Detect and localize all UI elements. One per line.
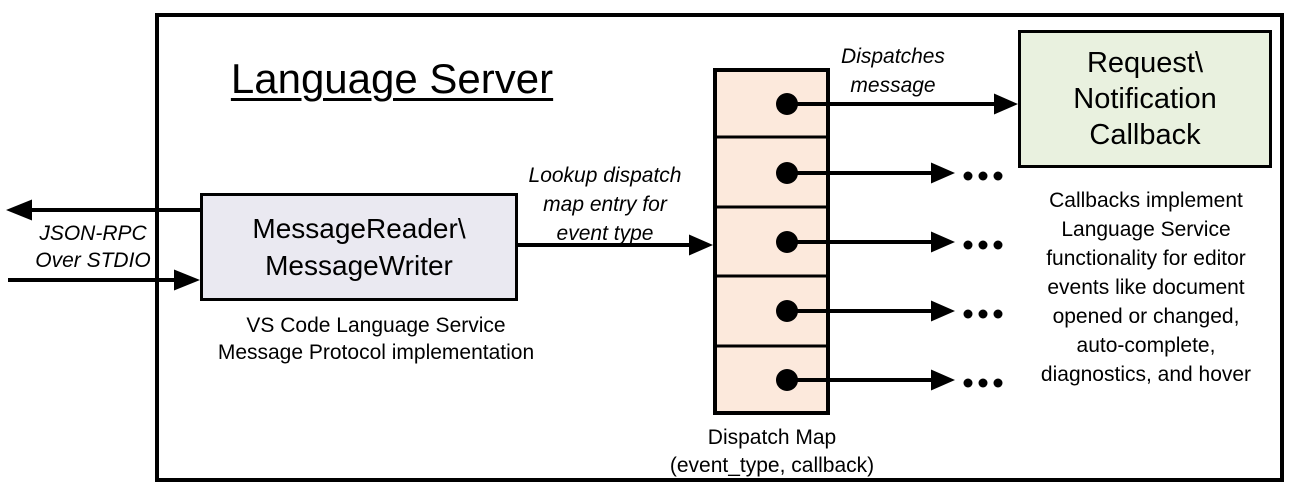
dispatches-message-label-line1: Dispatches: [841, 45, 945, 68]
message-reader-writer-box: MessageReader\ MessageWriter: [200, 193, 518, 301]
request-notification-callback-box: Request\ Notification Callback: [1018, 30, 1272, 168]
callback-note-line: auto-complete,: [1076, 334, 1216, 357]
callback-note-line: opened or changed,: [1052, 305, 1240, 328]
dispatch-map-caption: Dispatch Map (event_type, callback): [622, 424, 922, 480]
arrowhead-left-icon: [6, 199, 32, 221]
dispatch-map-caption-line2: (event_type, callback): [669, 454, 875, 477]
diagram-title: Language Server: [230, 55, 554, 102]
callback-note-line: diagnostics, and hover: [1040, 363, 1252, 386]
lookup-dispatch-label: Lookup dispatch map entry for event type: [502, 161, 708, 248]
callback-box-line2: Notification: [1073, 83, 1217, 115]
language-server-boundary-box: [155, 13, 1284, 482]
callback-box-line1: Request\: [1086, 47, 1204, 79]
dispatches-message-label: Dispatches message: [812, 42, 974, 100]
callback-note-line: Language Service: [1061, 218, 1231, 241]
json-rpc-stdio-label-line1: JSON-RPC: [39, 222, 147, 245]
callback-note-line: Callbacks implement: [1049, 189, 1243, 212]
reader-caption-line2: Message Protocol implementation: [217, 341, 535, 364]
json-rpc-stdio-label-line2: Over STDIO: [35, 249, 151, 272]
dispatch-map-box: [713, 68, 830, 415]
json-rpc-stdio-label: JSON-RPC Over STDIO: [12, 220, 174, 274]
message-reader-writer-line1: MessageReader\: [252, 213, 466, 244]
callback-note-line: events like document: [1047, 276, 1245, 299]
callback-note-line: functionality for editor: [1046, 247, 1246, 270]
message-reader-writer-line2: MessageWriter: [265, 250, 453, 281]
reader-caption: VS Code Language Service Message Protoco…: [195, 312, 557, 366]
lookup-dispatch-label-line3: event type: [556, 222, 654, 245]
dispatches-message-label-line2: message: [850, 74, 936, 97]
reader-caption-line1: VS Code Language Service: [246, 314, 506, 337]
lookup-dispatch-label-line1: Lookup dispatch: [528, 164, 682, 187]
callback-note: Callbacks implement Language Service fun…: [1020, 186, 1272, 389]
lookup-dispatch-label-line2: map entry for: [543, 193, 667, 216]
dispatch-map-caption-line1: Dispatch Map: [707, 426, 837, 449]
callback-box-line3: Callback: [1089, 119, 1201, 151]
